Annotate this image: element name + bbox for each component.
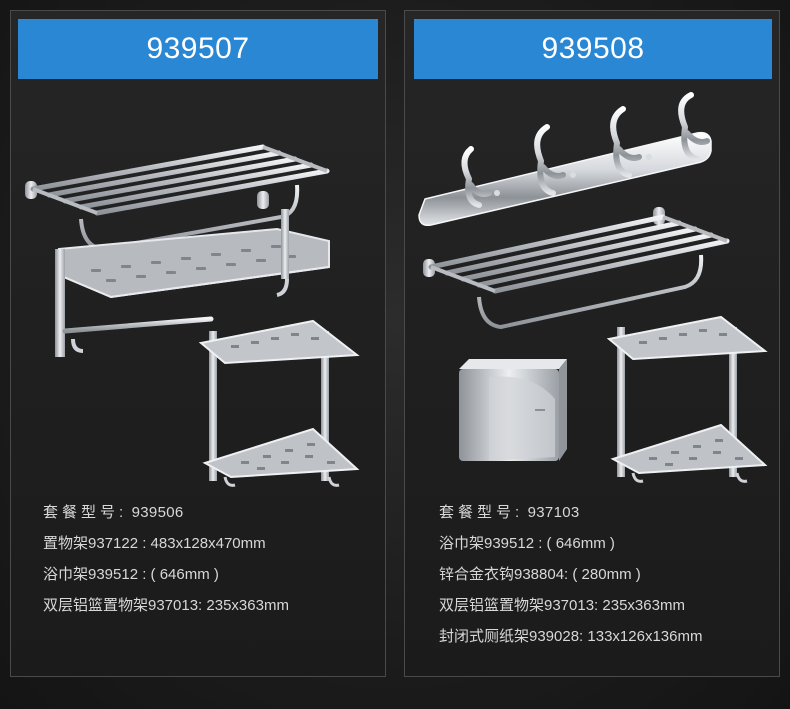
spec-item: 浴巾架939512 : ( 646mm ) xyxy=(439,535,615,552)
product-images xyxy=(418,92,768,483)
spec-list: 套餐型号: 939506 置物架937122 : 483x128x470mm 浴… xyxy=(43,497,289,621)
robe-hook-rail-icon xyxy=(418,92,712,227)
model-banner: 939508 xyxy=(414,19,772,79)
model-banner: 939507 xyxy=(18,19,378,79)
combo-model-label: 套餐型号: xyxy=(43,504,128,521)
combo-panel-939507: 939507 xyxy=(10,10,386,677)
toilet-paper-holder-icon xyxy=(459,359,567,461)
combo-model-line: 套餐型号: 937103 xyxy=(439,497,702,528)
corner-basket-icon xyxy=(606,315,768,483)
spec-item: 双层铝篮置物架937013: 235x363mm xyxy=(43,597,289,614)
spec-item: 双层铝篮置物架937013: 235x363mm xyxy=(439,597,685,614)
spec-item: 锌合金衣钩938804: ( 280mm ) xyxy=(439,566,641,583)
spec-item: 浴巾架939512 : ( 646mm ) xyxy=(43,566,219,583)
combo-model-value: 939506 xyxy=(131,504,184,521)
spec-item: 置物架937122 : 483x128x470mm xyxy=(43,535,266,552)
product-images xyxy=(25,144,360,487)
towel-rack-icon xyxy=(423,207,730,330)
spec-list: 套餐型号: 937103 浴巾架939512 : ( 646mm ) 锌合金衣钩… xyxy=(439,497,702,652)
corner-basket-icon xyxy=(198,319,360,487)
combo-model-value: 937103 xyxy=(527,504,580,521)
towel-rack-with-shelf-icon xyxy=(25,144,330,357)
combo-panel-939508: 939508 xyxy=(404,10,780,677)
combo-model-line: 套餐型号: 939506 xyxy=(43,497,289,528)
spec-item: 封闭式厕纸架939028: 133x126x136mm xyxy=(439,628,703,645)
combo-model-label: 套餐型号: xyxy=(439,504,524,521)
